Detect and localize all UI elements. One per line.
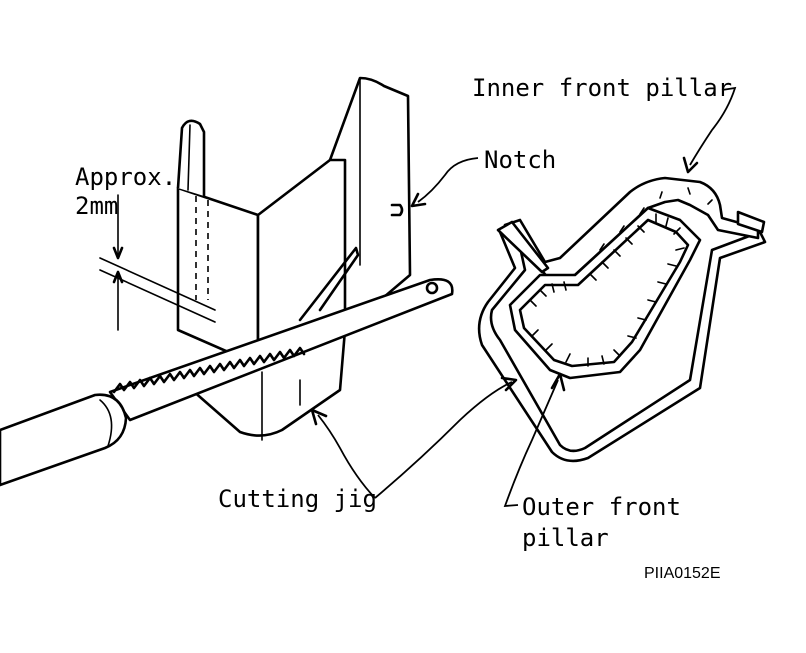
leader-lines: [310, 86, 737, 508]
label-cutting-jig: Cutting jig: [218, 485, 377, 513]
saw-drawing: [0, 278, 454, 487]
figure-code: PIIA0152E: [644, 565, 721, 582]
label-inner-front-pillar: Inner front pillar: [472, 74, 732, 102]
label-outer-front-pillar-line2: pillar: [522, 524, 609, 552]
dimension-indicator: [99, 194, 216, 331]
label-approx: Approx.: [75, 163, 176, 191]
cutting-jig-drawing: [176, 76, 412, 441]
label-outer-front-pillar-line1: Outer front: [522, 493, 681, 521]
label-notch: Notch: [484, 146, 556, 174]
pillar-section-drawing: [477, 176, 767, 463]
label-2mm: 2mm: [75, 192, 118, 220]
